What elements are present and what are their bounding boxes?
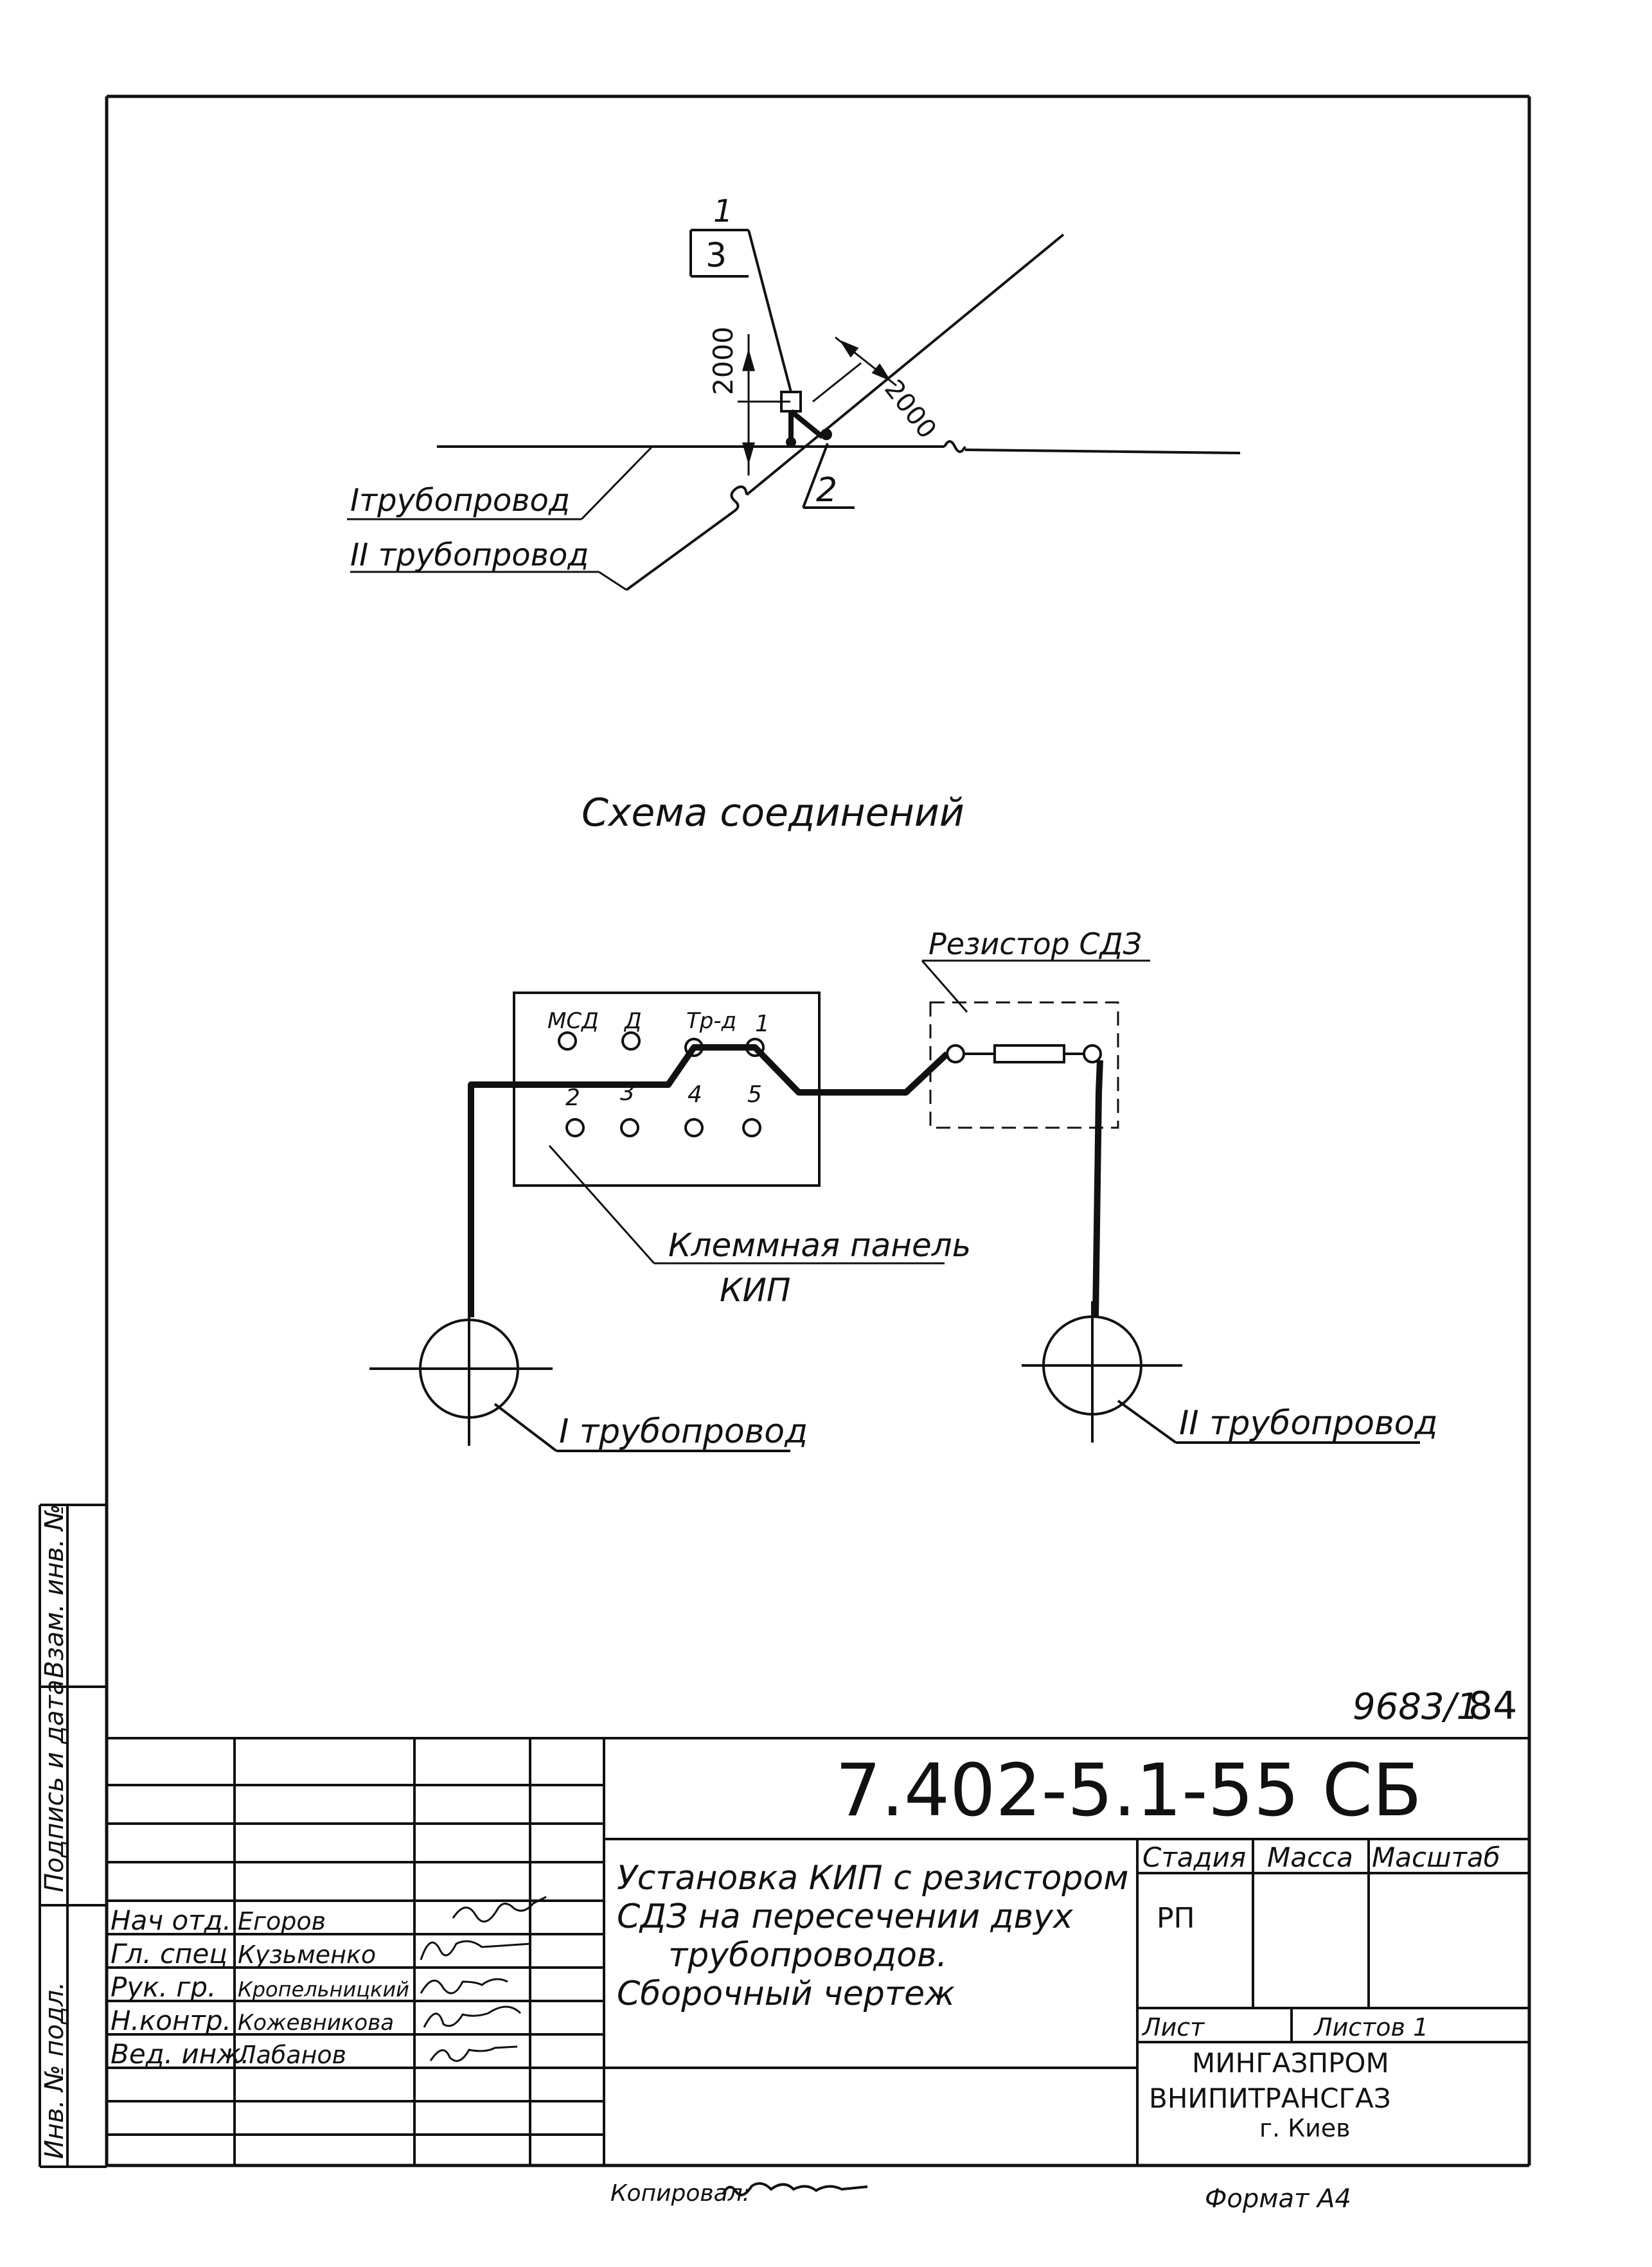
terminal: [620, 1118, 639, 1137]
panel-leader: [548, 1145, 945, 1265]
terminal-label-bottom: 4: [688, 1081, 702, 1108]
role-label: Гл. спец: [111, 1938, 227, 1969]
terminal: [742, 1118, 761, 1137]
pipeline-1-line: [437, 440, 1241, 454]
drawing-title-line: Установка КИП с резистором: [617, 1859, 1128, 1898]
pipeline-1-label: Iтрубопровод: [350, 483, 570, 519]
person-name: Егоров: [238, 1907, 326, 1935]
page-number: 84: [1468, 1684, 1517, 1729]
signatures: [420, 1896, 547, 2062]
drawing-title-line: трубопроводов.: [668, 1936, 947, 1975]
title-block-grid: [107, 1737, 1529, 2165]
header-stage: Стадия: [1142, 1842, 1246, 1873]
plan-view: 2000 2000 1 3 2 Iтрубо: [347, 193, 1241, 591]
callout-top-sheet: 3: [706, 236, 727, 275]
dimension-diagonal: [812, 336, 897, 403]
wiring: [468, 1044, 1103, 1318]
side-stamp-replaced-inv: Взам. инв. №: [40, 1504, 69, 1678]
side-stamp-signature-date: Подпись и дата: [40, 1680, 69, 1892]
role-label: Н.контр.: [111, 2005, 231, 2036]
terminal-label-bottom: 2: [565, 1085, 580, 1111]
dim-vertical-label: 2000: [707, 326, 739, 395]
person-name: Кузьменко: [238, 1941, 376, 1969]
copied-by-label: Копировал:: [610, 2180, 751, 2207]
role-label: Рук. гр.: [111, 1971, 216, 2003]
terminal-label-top: Д: [623, 1008, 642, 1034]
sheet-label: Лист: [1141, 2013, 1205, 2041]
terminal: [565, 1118, 585, 1137]
dim-diagonal-label: 2000: [878, 375, 942, 445]
panel-label-line2: КИП: [720, 1272, 791, 1309]
sheets-label: Листов 1: [1313, 2013, 1428, 2041]
pipeline-2-label: II трубопровод: [350, 537, 589, 573]
stage-value: РП: [1157, 1902, 1195, 1935]
pipe-1-label: I трубопровод: [559, 1412, 808, 1451]
pipe-1-section: [369, 1304, 790, 1452]
terminal: [684, 1118, 704, 1137]
dimension-vertical: [738, 334, 790, 476]
callout-top-number: 1: [713, 193, 733, 229]
scheme-title: Схема соединений: [582, 790, 964, 835]
resistor-box: [929, 1001, 1119, 1129]
drawing-title-line: СДЗ на пересечении двух: [617, 1898, 1074, 1936]
format-label: Формат А4: [1205, 2184, 1351, 2214]
copier-signature: [722, 2182, 868, 2196]
callout-bottom-number: 2: [816, 471, 837, 510]
role-label: Вед. инж.: [111, 2038, 249, 2070]
connection-scheme: МСД Д Тр-д 1 2 3 4 5 Резистор СДЗ: [369, 927, 1437, 1452]
callout-bottom: [802, 443, 855, 509]
header-mass: Масса: [1267, 1842, 1353, 1873]
side-stamp: [39, 1504, 107, 2168]
inventory-number: 9683/1: [1353, 1686, 1479, 1728]
resistor-element: [946, 1044, 1102, 1063]
pipe-2-label: II трубопровод: [1179, 1404, 1437, 1443]
resistor-label: Резистор СДЗ: [928, 927, 1142, 961]
terminal-label-bottom: 5: [747, 1081, 762, 1108]
terminal: [621, 1031, 641, 1051]
kip-marker: [780, 391, 832, 447]
drawing-title-line: Сборочный чертеж: [617, 1975, 955, 2013]
person-name: Лабанов: [236, 2041, 346, 2069]
org-line: г. Киев: [1259, 2114, 1351, 2142]
terminal-label-top: 1: [755, 1011, 770, 1037]
pipeline-leaders: [347, 445, 653, 591]
callout-top: [689, 229, 792, 393]
side-stamp-inv-orig: Инв. № подл.: [40, 1982, 69, 2159]
pipe-2-section: [1022, 1301, 1420, 1444]
terminal: [558, 1031, 577, 1051]
pipeline-2-line: [625, 233, 1065, 591]
header-scale: Масштаб: [1372, 1842, 1500, 1873]
person-name: Кропельницкий: [238, 1977, 409, 2002]
org-line: ВНИПИТРАНСГАЗ: [1149, 2083, 1391, 2114]
role-label: Нач отд.: [111, 1905, 231, 1936]
org-line: МИНГАЗПРОМ: [1192, 2047, 1389, 2079]
panel-label-line1: Клеммная панель: [668, 1227, 971, 1264]
drawing-frame: [105, 94, 1531, 2167]
person-name: Кожевникова: [238, 2010, 394, 2036]
terminal-label-top: МСД: [547, 1008, 599, 1034]
terminal-label-top: Тр-д: [686, 1008, 736, 1034]
designation: 7.402-5.1-55 СБ: [835, 1749, 1422, 1833]
